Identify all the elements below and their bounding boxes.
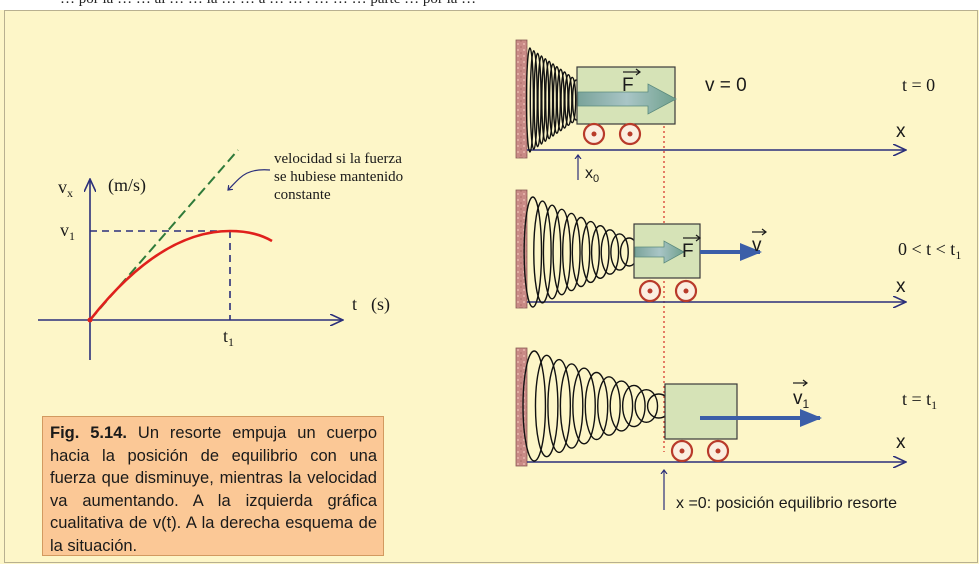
spring-coil xyxy=(552,208,572,296)
spring-coil xyxy=(572,367,596,445)
x-axis-label-2: x xyxy=(896,276,906,297)
v1-label: v1 xyxy=(60,220,75,243)
spring-coil xyxy=(552,65,562,135)
time-label-3: t = t1 xyxy=(902,389,937,412)
cart-1-wheel-right xyxy=(618,122,642,146)
cart-3 xyxy=(664,383,738,440)
velocity-curve xyxy=(88,229,273,321)
spring-coil xyxy=(609,380,634,432)
spring-coil xyxy=(559,363,584,449)
force-arrow-1 xyxy=(577,83,677,115)
force-label-2: F xyxy=(682,241,694,262)
figure-caption: Fig. 5.14. Un resorte empuja un cuerpo h… xyxy=(42,416,384,556)
spring-coil xyxy=(522,350,547,462)
wall-3 xyxy=(515,347,528,467)
x-axis-label-1: x xyxy=(896,121,906,142)
spring-coil xyxy=(541,57,550,143)
annotation-line-2: se hubiese mantenido xyxy=(274,169,403,185)
spring-coil xyxy=(561,212,581,292)
spring-coil xyxy=(534,354,559,458)
top-cut-text: … por la … … al … … la … … a … … . … … …… xyxy=(60,0,476,8)
spring-coil xyxy=(523,196,543,308)
top-cut-text-strip: … por la … … al … … la … … a … … . … … …… xyxy=(0,0,979,10)
spring-coil xyxy=(581,220,601,284)
time-label-2: 0 < t < t1 xyxy=(898,239,961,262)
velocity-label-3: v1 xyxy=(793,388,810,411)
spring-coil xyxy=(621,384,646,428)
wall-2 xyxy=(515,189,528,309)
velocity-time-graph: vx (m/s) v1 t (s) t1 velocidad si la fue… xyxy=(38,149,403,360)
force-arrow-2 xyxy=(634,240,685,264)
spring-coil xyxy=(634,389,659,424)
scene-row-1: F v = 0 t = 0 x x0 xyxy=(515,39,935,185)
cart-2-wheel-left xyxy=(638,279,662,303)
x-axis-unit: (s) xyxy=(371,294,390,315)
cart-2-wheel-right xyxy=(674,279,698,303)
spring-coil xyxy=(533,52,542,148)
scene-row-2: F v 0 < t < t1 x xyxy=(515,189,961,309)
velocity-vector-tip-3 xyxy=(802,379,808,387)
spring-partially-extended xyxy=(523,196,639,308)
y-axis-unit: (m/s) xyxy=(108,175,146,196)
force-label-1: F xyxy=(622,75,634,96)
cart-3-wheel-right xyxy=(706,439,730,463)
spring-coil xyxy=(584,371,609,441)
spring-coil xyxy=(542,204,562,300)
cart-3-wheel-left xyxy=(670,439,694,463)
origin-point xyxy=(87,317,93,323)
caption-text: Un resorte empuja un cuerpo hacia la pos… xyxy=(50,424,378,555)
spring-compressed xyxy=(525,47,581,153)
force-vector-tip-2 xyxy=(695,234,701,242)
cart-1-wheel-left xyxy=(582,122,606,146)
spring-coil xyxy=(560,71,569,129)
spring-coil xyxy=(525,47,535,153)
t1-label: t1 xyxy=(223,326,234,349)
spring-coil xyxy=(597,376,621,436)
x0-label: x0 xyxy=(585,165,599,185)
force-vector-tip-1 xyxy=(635,68,641,76)
spring-coil xyxy=(568,76,577,124)
velocity-label-2: v xyxy=(752,235,762,256)
spring-coil xyxy=(529,49,538,151)
x-axis-label-3: x xyxy=(896,432,906,453)
spring-coil xyxy=(564,73,573,127)
wall-1 xyxy=(515,39,528,159)
spring-equilibrium xyxy=(522,350,671,462)
spring-coil xyxy=(556,68,565,132)
equilibrium-label: x =0: posición equilibrio resorte xyxy=(676,495,897,512)
spring-coil xyxy=(610,233,629,271)
spring-coil xyxy=(533,200,552,304)
velocity-zero-label: v = 0 xyxy=(705,75,747,96)
spring-coil xyxy=(571,216,591,288)
annotation-line-3: constante xyxy=(274,187,331,203)
spring-coil xyxy=(544,60,554,140)
caption-fig-label: Fig. 5.14. xyxy=(50,424,127,442)
time-label-1: t = 0 xyxy=(902,75,935,95)
scene-row-3: v1 t = t1 x x =0: posición equilibrio re… xyxy=(515,347,937,512)
spring-coil xyxy=(537,55,546,145)
x-axis-label: t xyxy=(352,294,357,314)
annotation-line-1: velocidad si la fuerza xyxy=(274,151,402,167)
y-axis-label: vx xyxy=(58,177,73,200)
spring-coil xyxy=(590,224,610,279)
velocity-vector-tip-2 xyxy=(761,228,767,236)
spring-coil xyxy=(548,63,558,137)
spring-coil xyxy=(600,229,620,275)
spring-coil xyxy=(547,358,572,454)
annotation-pointer xyxy=(228,169,271,190)
